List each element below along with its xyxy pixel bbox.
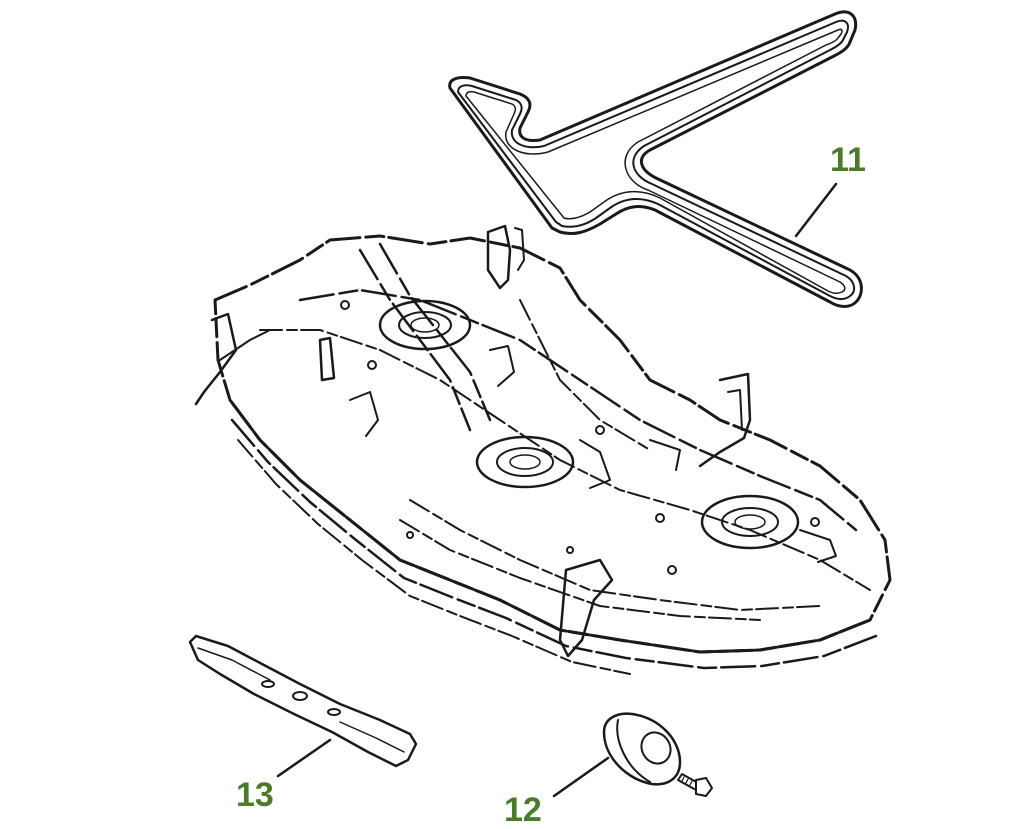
gauge-wheel <box>552 712 682 798</box>
drive-belt <box>448 10 863 308</box>
callout-11: 11 <box>830 141 866 179</box>
callout-13: 13 <box>236 776 274 814</box>
callout-12: 12 <box>504 791 542 829</box>
mower-deck <box>194 224 892 675</box>
mower-blade <box>188 634 418 778</box>
wheel-bolt <box>677 773 713 797</box>
